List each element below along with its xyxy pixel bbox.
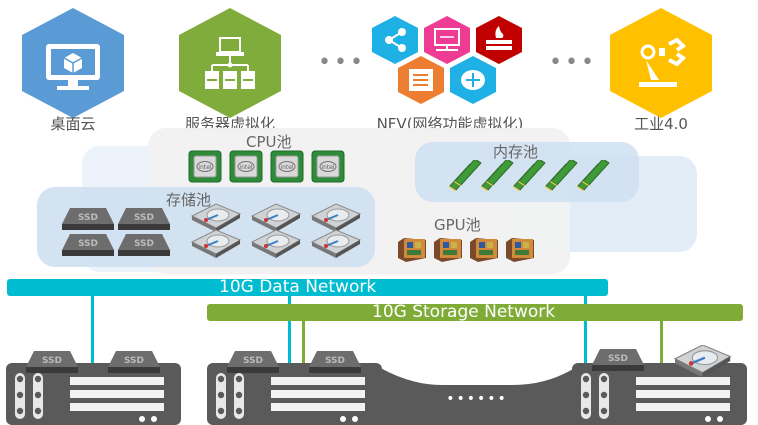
memory-stick-icon — [545, 160, 578, 191]
svg-text:intel: intel — [239, 164, 253, 171]
server-network-icon — [179, 8, 281, 118]
memory-stick-icon — [449, 160, 482, 191]
hdd-drive-icon — [250, 203, 302, 232]
storage-pool-label: 存储池 — [166, 191, 212, 209]
cpu-chips: intel intel intel intel — [188, 150, 345, 183]
load-balancer-icon — [424, 16, 470, 64]
server-unit — [6, 363, 181, 425]
gpu-chip-icons — [398, 238, 534, 262]
svg-text:SSD: SSD — [608, 354, 628, 364]
storage-drives: SSD SSD SSD SSD — [62, 203, 362, 258]
cpu-chip-icon: intel — [311, 150, 345, 183]
server-node-2-3-group: SSD SSD SSD •••••• — [207, 345, 747, 425]
memory-stick-icon — [481, 160, 514, 191]
svg-text:intel: intel — [198, 164, 212, 171]
svg-text:intel: intel — [321, 164, 335, 171]
memory-modules — [448, 160, 618, 192]
server-rail — [599, 373, 609, 419]
svg-text:SSD: SSD — [78, 239, 98, 249]
svg-text:SSD: SSD — [42, 356, 62, 366]
ssd-drive-icon: SSD — [26, 351, 78, 373]
hdd-drive-icon — [310, 203, 362, 232]
gpu-chip-icon — [506, 238, 534, 262]
memory-stick-icon — [577, 160, 610, 191]
server-ellipsis: •••••• — [446, 391, 508, 407]
svg-text:SSD: SSD — [124, 356, 144, 366]
cpu-pool-label: CPU池 — [246, 133, 292, 151]
hdd-drive-icon — [310, 229, 362, 258]
data-link-server3 — [584, 294, 587, 366]
nfv-cluster-icon — [372, 16, 522, 104]
svg-text:SSD: SSD — [134, 239, 154, 249]
cpu-chip-icon: intel — [270, 150, 304, 183]
use-case-desktop-cloud — [21, 8, 125, 118]
server-rail — [33, 373, 43, 419]
ssd-drive-icon: SSD — [62, 208, 114, 230]
cpu-chip-icon: intel — [188, 150, 222, 183]
server-unit — [207, 363, 382, 425]
robot-arm-icon — [610, 8, 712, 118]
memory-sticks — [449, 160, 610, 191]
gpu-pool-label: GPU池 — [434, 216, 481, 234]
server-interconnect — [372, 363, 587, 425]
storage-devices: SSD SSD SSD SSD — [60, 202, 370, 262]
share-icon — [372, 16, 418, 64]
hdd-drive-icon — [190, 203, 242, 232]
storage-link-server3 — [660, 319, 663, 366]
data-link-server1 — [91, 294, 94, 366]
label-desktop-cloud: 桌面云 — [50, 115, 96, 133]
ssd-drive-icon: SSD — [118, 234, 170, 256]
svg-text:SSD: SSD — [325, 356, 345, 366]
firewall-icon — [476, 16, 522, 64]
switch-icon — [398, 56, 444, 104]
cpu-chip-icon: intel — [229, 150, 263, 183]
hdd-drive-icon — [190, 229, 242, 258]
label-industry-4: 工业4.0 — [634, 115, 688, 133]
svg-text:SSD: SSD — [243, 356, 263, 366]
data-link-server2 — [288, 294, 291, 366]
use-case-industry-4 — [609, 8, 713, 118]
server-rail — [581, 373, 591, 419]
router-icon — [450, 56, 496, 104]
ellipsis-right: ••• — [549, 50, 597, 75]
ssd-drive-icon: SSD — [62, 234, 114, 256]
storage-link-server2 — [302, 319, 305, 366]
ssd-drive-icon: SSD — [118, 208, 170, 230]
server-unit — [572, 363, 747, 425]
server-node-1: SSD SSD — [6, 345, 181, 425]
ssd-drive-icon: SSD — [309, 351, 361, 373]
svg-text:intel: intel — [280, 164, 294, 171]
gpu-chips — [396, 236, 536, 264]
use-case-nfv — [372, 14, 522, 106]
storage-network-bar: 10G Storage Network — [207, 302, 743, 322]
hdd-drive-icon — [673, 345, 732, 378]
data-network-bar: 10G Data Network — [7, 277, 608, 297]
svg-text:SSD: SSD — [78, 213, 98, 223]
hdd-drive-icon — [250, 229, 302, 258]
server-rail — [216, 373, 226, 419]
memory-pool-label: 内存池 — [493, 143, 539, 161]
desktop-monitor-icon — [22, 8, 124, 118]
ssd-drive-icon: SSD — [592, 349, 644, 371]
server-rail — [15, 373, 25, 419]
server-rail — [234, 373, 244, 419]
svg-text:SSD: SSD — [134, 213, 154, 223]
storage-network-label: 10G Storage Network — [372, 302, 556, 322]
ellipsis-left: ••• — [318, 50, 366, 75]
ssd-drive-icon: SSD — [227, 351, 279, 373]
cpu-pool: intel intel intel intel — [188, 150, 348, 184]
gpu-chip-icon — [470, 238, 498, 262]
server-chassis: SSD SSD — [6, 351, 181, 425]
use-case-server-virtualization — [178, 8, 282, 118]
gpu-chip-icon — [398, 238, 426, 262]
memory-stick-icon — [513, 160, 546, 191]
gpu-chip-icon — [434, 238, 462, 262]
server-chassis-group: SSD SSD SSD •••••• — [207, 345, 747, 425]
data-network-label: 10G Data Network — [219, 277, 377, 297]
ssd-drive-icon: SSD — [108, 351, 160, 373]
